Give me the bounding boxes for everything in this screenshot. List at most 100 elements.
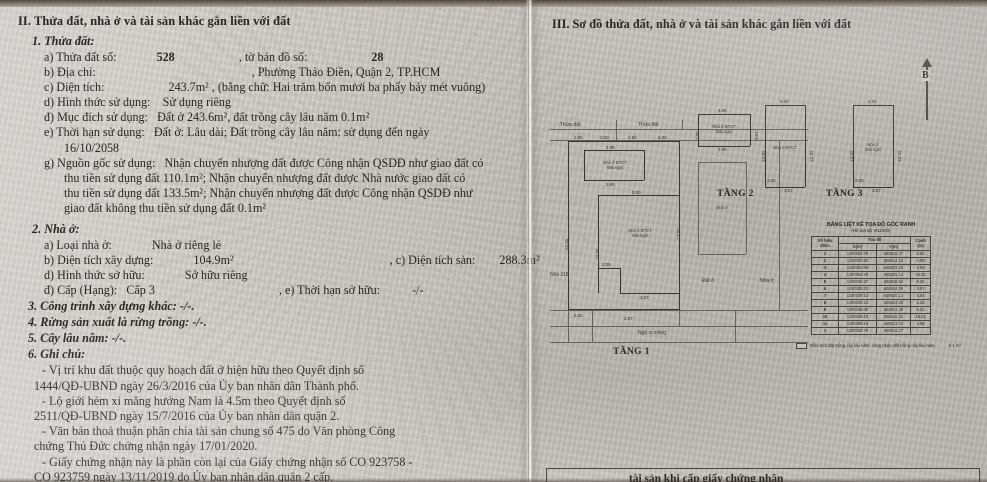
col-coordinates-group: Tọa độ — [838, 235, 912, 244]
floor-2-dim-right: 3.07 — [754, 131, 759, 140]
coordinate-cell-idx: 4 — [810, 270, 840, 279]
coordinate-cell-x: 1190359.19 — [838, 319, 877, 328]
use-term-value: Đất ở: Lâu dài; Đất trồng cây lâu năm: s… — [153, 125, 430, 140]
floor-2b-dim-inner: 2.05 — [767, 178, 776, 183]
coordinate-cell-idx: 9 — [810, 305, 840, 314]
origin-line-4: giao đất không thu tiền sử dụng đất 0.1m… — [64, 200, 266, 215]
house-type-value: Nhà ở riêng lẻ — [151, 238, 222, 253]
dim-right-long: 13.20 — [676, 229, 681, 240]
origin-label: g) Nguồn gốc sử dụng: — [44, 155, 156, 170]
north-arrow-icon: B — [918, 58, 936, 120]
cadastral-plan-floor-2: Nhà ở BTCT Mái ngói 4.95 3.85 2.05 3.07 … — [692, 99, 814, 195]
floor-2b-dim-left: 13.20 — [761, 151, 766, 162]
legend-swatch — [796, 343, 807, 349]
floor-2b-dim-bottom: 3.07 — [784, 188, 793, 193]
floor-3-label: TẦNG 3 — [826, 188, 863, 199]
dim-top-b: 3.00 — [600, 135, 609, 140]
grade-label: đ) Cấp (Hạng): — [44, 283, 118, 298]
coordinate-cell-idx: 7 — [810, 291, 840, 300]
coordinate-cell-y: 608916.02 — [875, 312, 912, 321]
floor-2-dim-top: 4.95 — [718, 108, 727, 113]
col-x: X(m) — [838, 242, 877, 251]
note-2-line-2: 2511/QĐ-UBND ngày 15/7/2016 của Ủy ban n… — [34, 409, 340, 424]
coordinate-cell-y: 608921.39 — [875, 305, 912, 314]
coordinate-table-subtitle: (Hệ tọa độ VN2000) — [851, 228, 891, 234]
floor-3-dim-inner: 2.05 — [855, 178, 864, 183]
coordinate-cell-len: 4.08 — [910, 256, 931, 265]
col-edge-length: Cạnh (m) — [910, 235, 931, 251]
use-purpose-value: Đất ở 243.6m², đất trồng cây lâu năm 0.1… — [157, 110, 370, 125]
floor-3-block-line-1: Nhà ở — [867, 142, 879, 147]
floor-2-block-right: Nhà ở BTCT — [770, 145, 800, 150]
dim-bottom-a: 5.00 — [574, 313, 583, 318]
coordinate-cell-x: 1190364.98 — [838, 263, 877, 272]
coordinate-cell-x: 1190338.23 — [838, 284, 877, 293]
label-house-far-right: Nhà ở — [760, 278, 774, 284]
coordinate-cell-y: 608928.94 — [875, 277, 912, 286]
part-1-heading: 1. Thửa đất: — [32, 34, 95, 48]
map-sheet-label: , tờ bản đồ số: — [238, 50, 308, 64]
floor-area-label: , c) Diện tích sàn: — [389, 253, 476, 268]
part-4-production-forest: 4. Rừng sản xuất là rừng trồng: -/-. — [28, 315, 207, 330]
field-build-area: b) Diện tích xây dựng: 104.9m² , c) Diện… — [44, 253, 540, 268]
part-2-heading: 2. Nhà ở: — [32, 222, 80, 237]
coordinate-cell-y: 608923.26 — [875, 263, 912, 272]
address-value: , Phường Thảo Điền, Quận 2, TP.HCM — [251, 65, 441, 80]
field-grade: đ) Cấp (Hạng): Cấp 3 , e) Thời hạn sở hữ… — [44, 283, 508, 298]
dim-block-c: 5.00 — [632, 190, 641, 195]
field-area: c) Diện tích: 243.7m² , (bằng chữ: Hai t… — [44, 80, 508, 95]
coordinate-cell-idx: 5 — [810, 277, 840, 286]
coordinate-cell-x: 1190339.27 — [838, 277, 877, 286]
note-3-line-1: - Văn bản thoả thuận phân chia tài sản c… — [42, 424, 396, 439]
page-bottom-edge — [0, 478, 987, 482]
coordinate-cell-idx: 11 — [810, 319, 840, 328]
field-parcel-number: a) Thửa đất số: 528 , tờ bản đồ số: 28 — [44, 50, 508, 65]
coordinate-cell-idx: 10 — [810, 312, 840, 321]
coordinate-cell-len: 4.88 — [910, 319, 931, 328]
house-type-label: a) Loại nhà ở: — [44, 238, 112, 253]
coordinate-cell-y: 608924.06 — [875, 284, 912, 293]
part-6-notes-heading: 6. Ghi chú: — [28, 347, 86, 362]
ownership-term-label: , e) Thời hạn sở hữu: — [278, 283, 381, 298]
coordinate-cell-idx: 1 — [810, 326, 840, 335]
plan-neighbor-building: Nhà ở — [716, 205, 728, 210]
note-2-line-1: - Lộ giới hẻm xi măng hướng Nam là 4.5m … — [42, 393, 346, 408]
floor-2-dim-left: 2.05 — [695, 131, 700, 140]
dim-block-a: 4.95 — [606, 145, 615, 150]
label-street-top-left: Thửa đất — [560, 122, 581, 128]
section-iii-heading: III. Sơ đồ thửa đất, nhà ở và tài sản kh… — [552, 17, 852, 31]
floor-2b-dim-top: 5.00 — [780, 99, 789, 104]
floor-3-dim-right: 13.70 — [897, 151, 902, 162]
floor-2-block-left-line-2: Mái ngói — [716, 129, 732, 134]
bottom-box-text: tài sản khi cấp giấy chứng nhận — [629, 473, 783, 482]
north-arrow-shaft — [926, 64, 928, 120]
coordinate-cell-y: 608923.29 — [875, 298, 912, 307]
plan-block-main-line-1: Nhà ở BTCT — [628, 228, 652, 233]
plan-block-main-line-2: Mái ngói — [632, 233, 648, 238]
coordinate-cell-idx: 1 — [810, 249, 840, 258]
origin-line-1: Nhận chuyển nhượng đất được Công nhận QS… — [164, 155, 484, 170]
area-value: 243.7m² — [168, 80, 209, 95]
build-area-value: 104.9m² — [193, 253, 234, 268]
label-parcel-left: Nhà 115 — [550, 272, 569, 278]
col-point-id: Số hiệu điểm — [810, 235, 840, 251]
coordinate-cell-idx: 8 — [810, 298, 840, 307]
use-form-label: d) Hình thức sử dụng: — [44, 95, 151, 110]
field-use-purpose: đ) Mục đích sử dụng: Đất ở 243.6m², đất … — [44, 110, 508, 125]
use-form-value: Sử dụng riêng — [162, 95, 231, 110]
dim-inner-left: 13.70 — [595, 249, 600, 260]
dim-block-b: 3.85 — [606, 182, 615, 187]
page-fold-line — [528, 0, 529, 482]
coordinate-cell-y: 608915.27 — [875, 249, 912, 258]
coordinate-cell-len: 18.01 — [910, 312, 931, 321]
dim-block-d: 2.05 — [602, 262, 611, 267]
floor-2b-dim-right: 13.70 — [809, 151, 814, 162]
